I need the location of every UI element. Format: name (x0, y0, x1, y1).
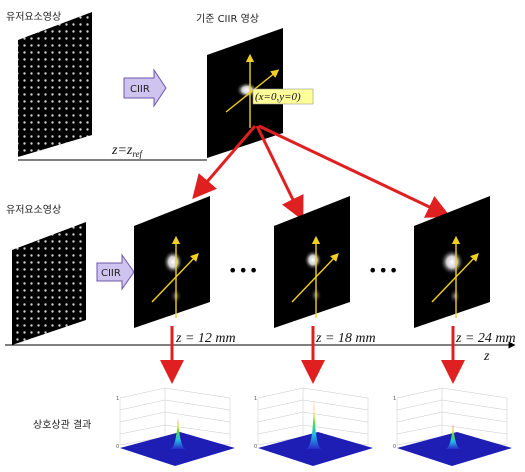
svg-text:1: 1 (393, 396, 396, 402)
element-image-label-top: 유저요소영상 (6, 11, 61, 23)
element-image-label-mid: 유저요소영상 (6, 204, 61, 216)
element-image-top (18, 12, 92, 157)
svg-text:(x=0,y=0): (x=0,y=0) (255, 91, 301, 103)
red-arrows-top (192, 124, 451, 221)
ciir-plane-18mm (274, 196, 350, 328)
svg-text:CIIR: CIIR (130, 84, 150, 95)
z-label-24mm: z = 24 mm (455, 331, 516, 346)
reference-ciir-title: 기준 CIIR 영상 (196, 13, 259, 25)
correlation-plot-18mm: 1 0 (254, 387, 373, 466)
svg-text:CIIR: CIIR (101, 268, 121, 279)
ciir-plane-24mm (414, 196, 490, 328)
ciir-plane-12mm (134, 196, 210, 328)
z-label-18mm: z = 18 mm (315, 331, 376, 346)
ciir-button-top[interactable]: CIIR (123, 68, 167, 108)
coord-badge: (x=0,y=0) (252, 88, 314, 105)
z-label-12mm: z = 12 mm (175, 331, 236, 346)
ellipsis-2: ••• (368, 261, 399, 280)
correlation-plot-24mm: 1 0 (393, 387, 512, 466)
red-arrows-down (160, 326, 465, 384)
svg-text:0: 0 (393, 444, 396, 450)
correlation-title: 상호상관 결과 (33, 419, 91, 431)
ciir-button-mid[interactable]: CIIR (96, 253, 135, 291)
correlation-plot-12mm: 1 0 (116, 387, 235, 466)
z-ref-label: z=zref (111, 143, 144, 159)
element-image-mid (12, 222, 86, 345)
svg-text:1: 1 (254, 396, 257, 402)
z-axis-label: z (483, 349, 490, 364)
ellipsis-1: ••• (228, 261, 259, 280)
svg-text:0: 0 (116, 444, 119, 450)
svg-text:0: 0 (254, 444, 257, 450)
svg-text:1: 1 (116, 396, 119, 402)
reference-ciir-image (207, 28, 283, 158)
